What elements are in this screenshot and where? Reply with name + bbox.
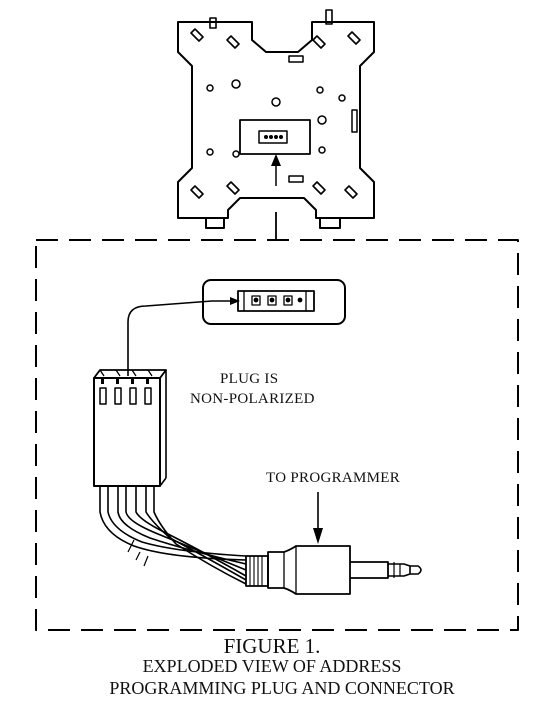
to-programmer-label: TO PROGRAMMER — [266, 470, 401, 486]
socket-callout — [202, 279, 346, 325]
plug-top-ridge — [99, 369, 153, 377]
plate-holes — [206, 79, 346, 158]
plate-outline — [177, 21, 375, 219]
phone-plug-body — [267, 545, 351, 595]
plug-wires — [99, 486, 247, 585]
caption-line1: EXPLODED VIEW OF ADDRESS — [142, 656, 402, 676]
plate-arrow-head — [271, 154, 281, 166]
plate-top-slot — [288, 55, 304, 63]
plug-top — [93, 369, 167, 379]
plug-leader-line — [127, 300, 213, 376]
figure-number: FIGURE 1. — [223, 634, 321, 658]
plate-tab-right — [319, 218, 341, 229]
phone-plug-sleeve — [350, 561, 389, 579]
plate-lower-slot — [288, 175, 304, 183]
programmer-arrow-head — [313, 528, 323, 544]
exploded-view-boundary — [35, 239, 519, 631]
plug-note-line1: PLUG IS — [220, 371, 279, 387]
phone-plug-strain-relief — [245, 555, 269, 587]
programming-plug — [93, 369, 167, 487]
mounting-plate — [177, 9, 375, 229]
plug-body — [93, 377, 161, 487]
phone-plug — [245, 545, 422, 595]
plug-note-line2: NON-POLARIZED — [190, 391, 315, 407]
caption-line2: PROGRAMMING PLUG AND CONNECTOR — [109, 678, 455, 698]
phone-plug-tip — [388, 563, 411, 577]
plate-tab-left — [205, 218, 225, 229]
plug-pins — [99, 387, 152, 405]
callout-box — [202, 279, 346, 325]
plate-connector-socket — [258, 130, 288, 144]
plate-side-slot — [351, 109, 358, 133]
plate-connector-housing — [239, 119, 311, 155]
plate-keyholes — [190, 9, 361, 199]
